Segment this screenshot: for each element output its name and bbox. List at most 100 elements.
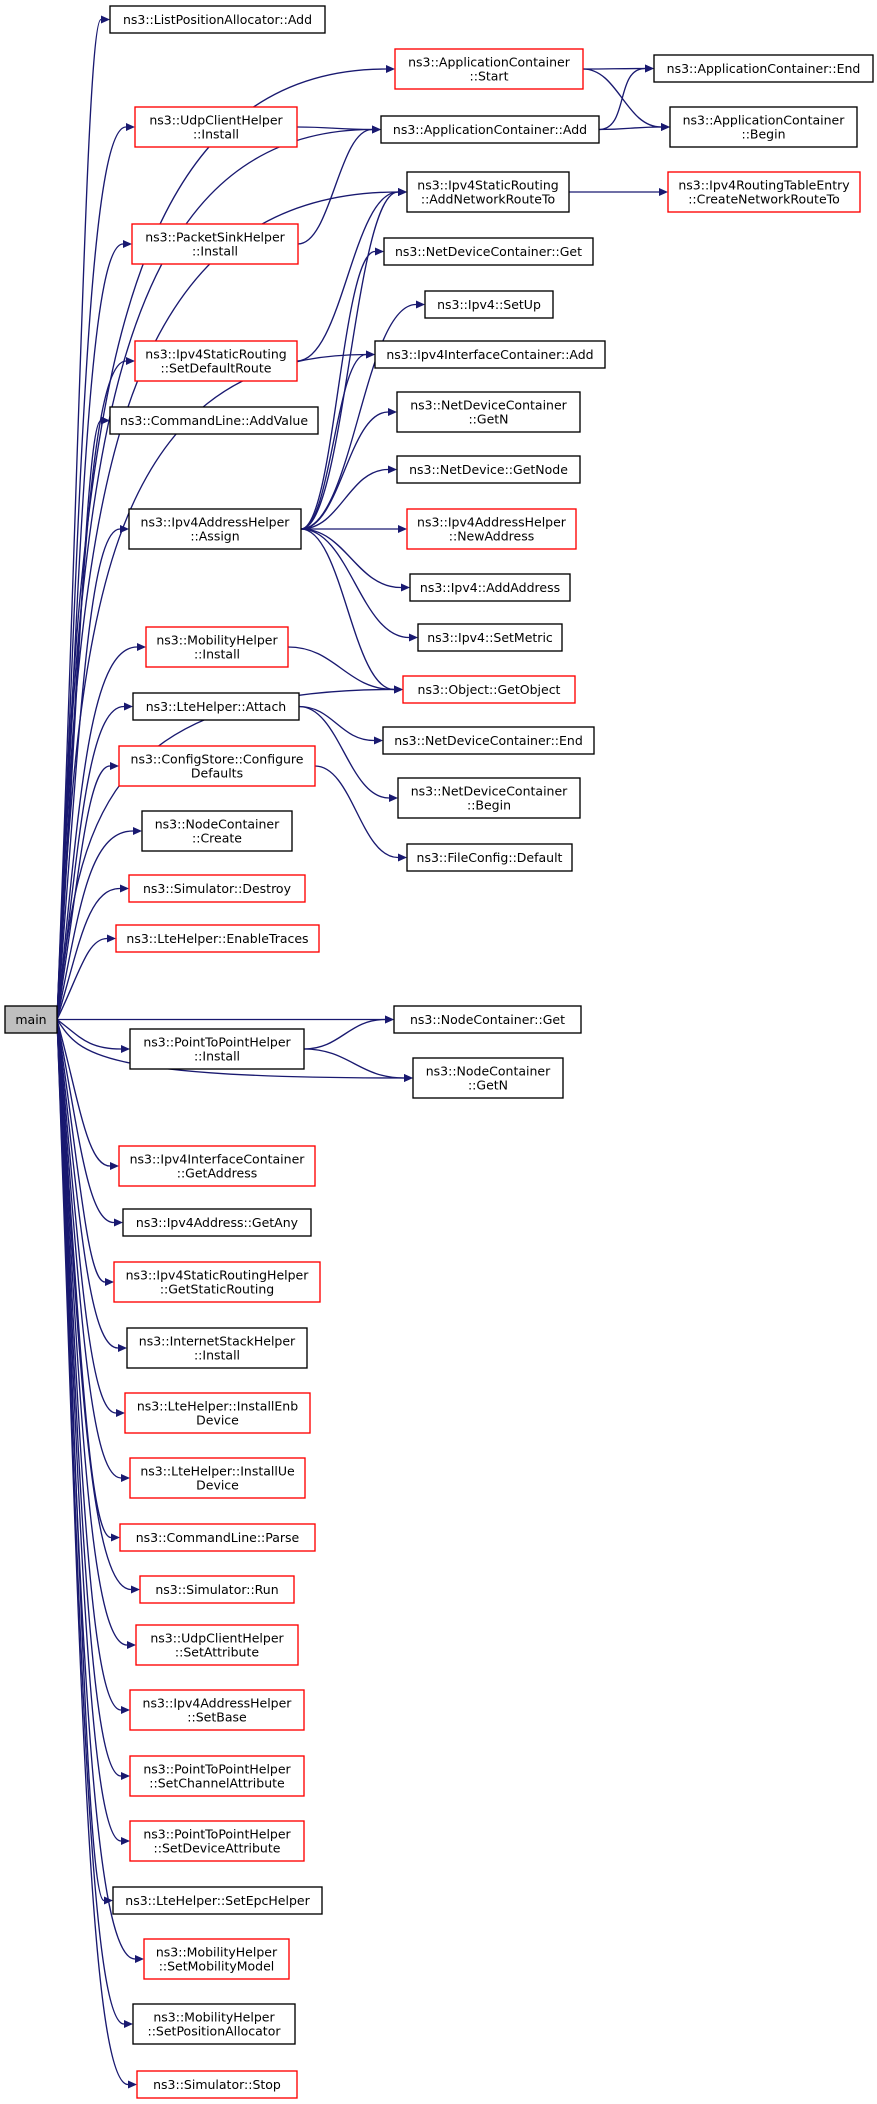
arrowhead xyxy=(409,633,418,642)
edge-main-to-nc-getn xyxy=(56,1019,405,1079)
node-ipv4ah-setbase[interactable]: ns3::Ipv4AddressHelper::SetBase xyxy=(129,1689,305,1731)
edge-ipv4ah-assign-to-ndc-get xyxy=(300,250,376,530)
node-box xyxy=(132,2003,296,2045)
node-label: ns3::CommandLine::Parse xyxy=(136,1530,300,1545)
node-p2p-setdev[interactable]: ns3::PointToPointHelper::SetDeviceAttrib… xyxy=(129,1820,305,1862)
node-ndc-getn[interactable]: ns3::NetDeviceContainer::GetN xyxy=(396,391,581,433)
node-box xyxy=(113,1261,321,1303)
arrowhead xyxy=(121,1837,130,1845)
edge-main-to-cs-configure xyxy=(56,765,111,1020)
node-ipv4ah-newaddr[interactable]: ns3::Ipv4AddressHelper::NewAddress xyxy=(406,508,577,550)
edge-main-to-ipv4srh-get xyxy=(56,1019,106,1283)
node-box xyxy=(406,508,577,550)
node-box xyxy=(424,290,554,319)
node-rte-create[interactable]: ns3::Ipv4RoutingTableEntry::CreateNetwor… xyxy=(667,171,861,213)
node-nc-create[interactable]: ns3::NodeContainer::Create xyxy=(141,810,293,852)
node-appc-add[interactable]: ns3::ApplicationContainer::Add xyxy=(380,115,600,144)
node-fc-default[interactable]: ns3::FileConfig::Default xyxy=(406,843,573,872)
edge-main-to-mh-install xyxy=(56,646,138,1020)
node-lte-setepc[interactable]: ns3::LteHelper::SetEpcHelper xyxy=(112,1886,323,1915)
node-box xyxy=(417,623,563,652)
edge-main-to-lte-attach xyxy=(56,705,125,1020)
node-box xyxy=(134,340,298,382)
node-label: ::SetChannelAttribute xyxy=(149,1776,285,1791)
edge-main-to-psh-install xyxy=(56,243,124,1020)
node-label: ns3::Ipv4InterfaceContainer::Add xyxy=(386,347,593,362)
arrowhead xyxy=(121,1772,130,1780)
edge-main-to-obj-getobject xyxy=(56,688,395,1020)
node-appc-end[interactable]: ns3::ApplicationContainer::End xyxy=(653,54,874,83)
node-appc-start[interactable]: ns3::ApplicationContainer::Start xyxy=(394,48,584,90)
arrowhead xyxy=(116,1409,125,1417)
node-box xyxy=(4,1005,58,1034)
node-lte-attach[interactable]: ns3::LteHelper::Attach xyxy=(132,692,300,721)
node-mh-setposalloc[interactable]: ns3::MobilityHelper::SetPositionAllocato… xyxy=(132,2003,296,2045)
node-ndc-end[interactable]: ns3::NetDeviceContainer::End xyxy=(382,726,595,755)
node-psh-install[interactable]: ns3::PacketSinkHelper::Install xyxy=(131,223,299,265)
edge-main-to-lte-installenb xyxy=(56,1019,117,1414)
node-label: ns3::Ipv4Address::GetAny xyxy=(136,1215,299,1230)
node-nc-getn[interactable]: ns3::NodeContainer::GetN xyxy=(412,1057,564,1099)
node-box xyxy=(396,455,581,484)
arrowhead xyxy=(137,643,146,651)
node-mh-install[interactable]: ns3::MobilityHelper::Install xyxy=(145,626,289,668)
node-udpch-install[interactable]: ns3::UdpClientHelper::Install xyxy=(134,106,298,148)
node-cl-parse[interactable]: ns3::CommandLine::Parse xyxy=(119,1523,316,1552)
node-ish-install[interactable]: ns3::InternetStackHelper::Install xyxy=(126,1327,308,1369)
node-box xyxy=(406,843,573,872)
node-box xyxy=(126,1327,308,1369)
node-ipv4-setmetric[interactable]: ns3::Ipv4::SetMetric xyxy=(417,623,563,652)
node-ipv4-setup[interactable]: ns3::Ipv4::SetUp xyxy=(424,290,554,319)
node-ipv4-addaddr[interactable]: ns3::Ipv4::AddAddress xyxy=(409,573,571,602)
node-label: ::Install xyxy=(194,647,240,662)
node-main[interactable]: main xyxy=(4,1005,58,1034)
node-label: ::Begin xyxy=(741,127,785,142)
node-ipv4sr-addnet[interactable]: ns3::Ipv4StaticRouting::AddNetworkRouteT… xyxy=(406,171,570,213)
node-ipv4sr-setdefault[interactable]: ns3::Ipv4StaticRouting::SetDefaultRoute xyxy=(134,340,298,382)
node-label: ns3::LteHelper::SetEpcHelper xyxy=(125,1893,310,1908)
arrowhead xyxy=(386,65,395,73)
node-mh-setmodel[interactable]: ns3::MobilityHelper::SetMobilityModel xyxy=(143,1938,290,1980)
node-ipv4a-getany[interactable]: ns3::Ipv4Address::GetAny xyxy=(122,1208,312,1237)
node-p2p-setchan[interactable]: ns3::PointToPointHelper::SetChannelAttri… xyxy=(129,1755,305,1797)
edge-appc-add-to-appc-end xyxy=(598,67,646,131)
node-box xyxy=(112,1886,323,1915)
node-ndc-begin[interactable]: ns3::NetDeviceContainer::Begin xyxy=(397,777,581,819)
node-label: ns3::NetDeviceContainer xyxy=(410,398,567,413)
node-p2p-install[interactable]: ns3::PointToPointHelper::Install xyxy=(129,1028,305,1070)
node-sim-run[interactable]: ns3::Simulator::Run xyxy=(139,1575,295,1604)
node-ndc-get[interactable]: ns3::NetDeviceContainer::Get xyxy=(383,237,594,266)
node-appc-begin[interactable]: ns3::ApplicationContainer::Begin xyxy=(669,106,858,148)
node-sim-stop[interactable]: ns3::Simulator::Stop xyxy=(136,2070,298,2099)
edge-main-to-lpa-add xyxy=(56,18,102,1020)
node-obj-getobject[interactable]: ns3::Object::GetObject xyxy=(402,675,576,704)
node-ipv4ah-assign[interactable]: ns3::Ipv4AddressHelper::Assign xyxy=(128,508,302,550)
node-ipv4ic-getaddr[interactable]: ns3::Ipv4InterfaceContainer::GetAddress xyxy=(118,1145,316,1187)
node-label: ns3::MobilityHelper xyxy=(156,633,278,648)
node-lte-traces[interactable]: ns3::LteHelper::EnableTraces xyxy=(115,924,320,953)
node-sim-destroy[interactable]: ns3::Simulator::Destroy xyxy=(128,874,306,903)
arrowhead xyxy=(101,416,110,425)
node-udpch-setattr[interactable]: ns3::UdpClientHelper::SetAttribute xyxy=(135,1624,299,1666)
node-label: ns3::UdpClientHelper xyxy=(149,113,283,128)
node-label: ns3::ApplicationContainer xyxy=(408,55,571,70)
call-edges xyxy=(56,15,670,2089)
arrowhead xyxy=(101,15,110,24)
node-nd-getnode[interactable]: ns3::NetDevice::GetNode xyxy=(396,455,581,484)
node-label: ns3::PointToPointHelper xyxy=(143,1827,291,1842)
edge-main-to-p2p-install xyxy=(56,1018,122,1050)
node-cl-addvalue[interactable]: ns3::CommandLine::AddValue xyxy=(109,406,319,435)
node-ipv4ic-add[interactable]: ns3::Ipv4InterfaceContainer::Add xyxy=(374,340,606,369)
node-label: ns3::LteHelper::EnableTraces xyxy=(126,931,308,946)
node-nc-get[interactable]: ns3::NodeContainer::Get xyxy=(393,1005,582,1034)
node-box xyxy=(131,223,299,265)
edge-main-to-ipv4a-getany xyxy=(56,1019,115,1224)
node-lpa-add[interactable]: ns3::ListPositionAllocator::Add xyxy=(109,5,326,34)
node-box xyxy=(402,675,576,704)
node-box xyxy=(132,692,300,721)
edge-p2p-install-to-nc-get xyxy=(303,1018,386,1050)
node-ipv4srh-get[interactable]: ns3::Ipv4StaticRoutingHelper::GetStaticR… xyxy=(113,1261,321,1303)
